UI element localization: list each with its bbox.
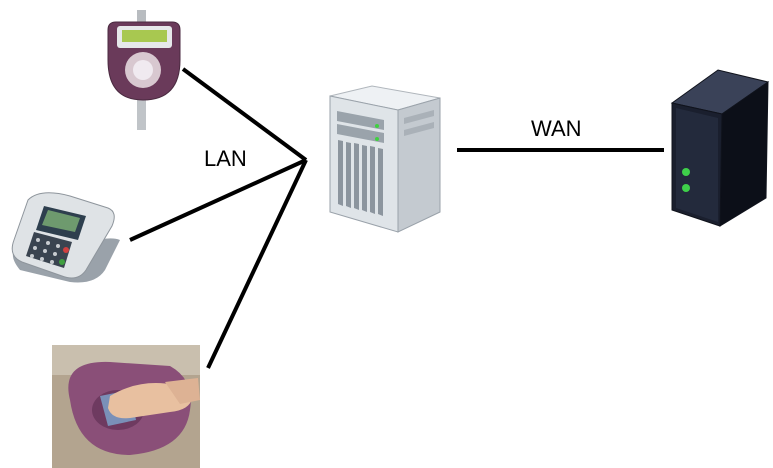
hand-on-card-reader-photo (52, 345, 200, 468)
wan-label: WAN (531, 116, 582, 141)
lan-link-wall-terminal (181, 67, 308, 162)
wall-mounted-terminal-icon (107, 10, 181, 130)
payment-terminal-icon (11, 192, 121, 283)
lan-link-payment-terminal (129, 158, 307, 242)
lan-link-card-reader (206, 159, 308, 369)
remote-server-icon (670, 69, 770, 227)
lan-label: LAN (204, 146, 247, 171)
rack-server-icon (329, 85, 441, 233)
lan-links (129, 67, 308, 369)
